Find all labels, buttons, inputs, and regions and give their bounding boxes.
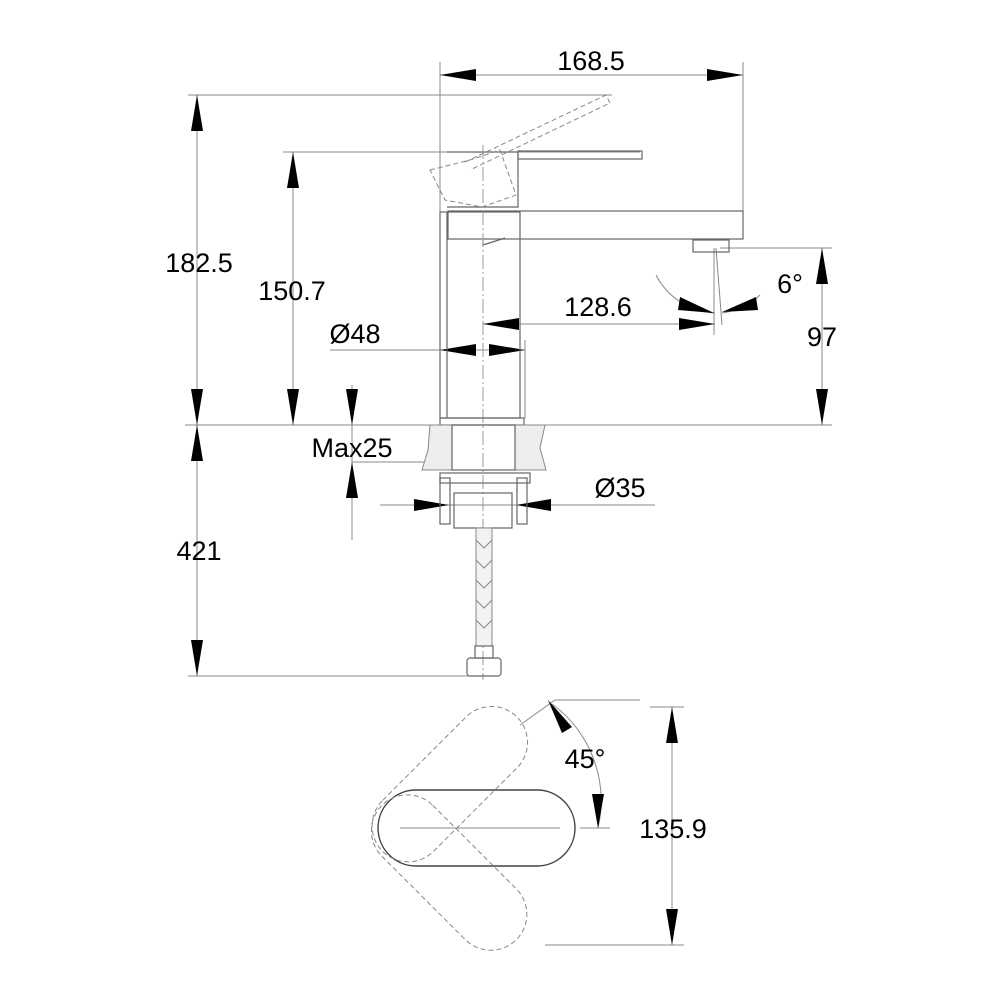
dimension-168-5: 168.5 <box>440 46 743 81</box>
dim-label-max-thickness: Max25 <box>311 433 392 463</box>
dim-label-overall-length: 168.5 <box>557 46 625 76</box>
dimension-97: 97 <box>807 248 837 425</box>
dimension-182-5: 182.5 <box>165 95 233 425</box>
dimension-diameter-35: Ø35 <box>380 473 655 511</box>
dimension-135-9: 135.9 <box>545 706 707 946</box>
dimension-angle-6: 6° <box>655 247 803 335</box>
counter-and-mounting <box>421 424 547 529</box>
extension-lines <box>185 62 832 677</box>
faucet-top-view: 45° <box>370 699 640 951</box>
dim-label-spout-angle: 6° <box>777 269 803 299</box>
dim-label-hose-length: 421 <box>176 536 221 566</box>
dim-label-overall-height: 182.5 <box>165 248 233 278</box>
dimension-diameter-48: Ø48 <box>329 319 525 356</box>
dim-label-handle-height: 150.7 <box>258 276 326 306</box>
dimension-128-6: 128.6 <box>483 292 715 330</box>
dimension-150-7: 150.7 <box>258 152 326 425</box>
dim-label-spout-reach: 128.6 <box>564 292 632 322</box>
dim-label-handle-rotation: 45° <box>565 744 606 774</box>
hose <box>466 527 502 677</box>
dim-label-top-depth: 135.9 <box>639 814 707 844</box>
dim-label-mount-diameter: Ø35 <box>594 473 645 503</box>
dimension-421: 421 <box>176 425 222 676</box>
dim-label-body-diameter: Ø48 <box>329 319 380 349</box>
dimension-max25: Max25 <box>311 385 393 540</box>
dim-label-spout-height: 97 <box>807 322 837 352</box>
